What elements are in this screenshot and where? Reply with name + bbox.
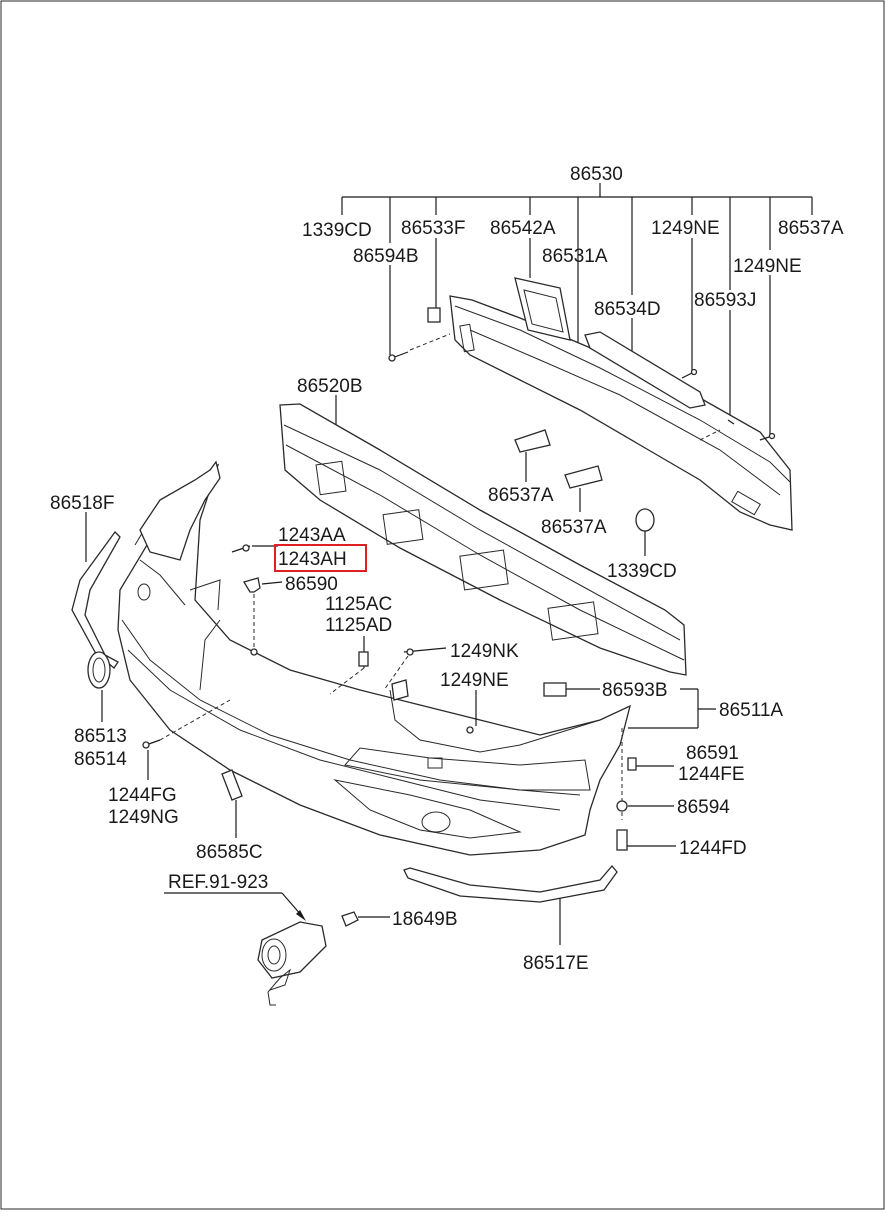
screw-1249NE-mid <box>466 690 477 734</box>
clip-86537A-mid2 <box>564 465 603 512</box>
label-86530: 86530 <box>570 164 623 185</box>
label-86534D: 86534D <box>594 299 661 320</box>
bolt-1125AC <box>329 636 369 695</box>
label-86594B: 86594B <box>353 246 419 267</box>
label-86511A: 86511A <box>719 700 783 721</box>
label-1243AA: 1243AA <box>278 525 346 546</box>
bolt-86594B <box>388 333 451 362</box>
label-1339CD-top: 1339CD <box>302 220 372 241</box>
leader-86511A <box>628 688 716 729</box>
fastener-1243AA <box>231 544 278 553</box>
label-1339CD-mid: 1339CD <box>607 561 677 582</box>
clip-86537A-mid1 <box>514 429 551 482</box>
piece-86585C <box>221 769 243 838</box>
label-86537A-top: 86537A <box>778 218 844 239</box>
bracket-86542A <box>514 277 571 341</box>
label-86593J: 86593J <box>694 290 756 311</box>
highlight-box-1243AH <box>274 544 367 572</box>
label-86593B: 86593B <box>602 680 668 701</box>
leader-86530-group <box>341 183 813 435</box>
label-86518F: 86518F <box>50 493 114 514</box>
label-1125AD: 1125AD <box>325 615 392 636</box>
label-1249NE-top: 1249NE <box>651 218 720 239</box>
strip-86517E <box>403 864 618 945</box>
label-86513: 86513 <box>74 726 127 747</box>
label-1125AC: 1125AC <box>325 594 392 615</box>
label-86517E: 86517E <box>523 953 589 974</box>
label-1249NE-right: 1249NE <box>733 256 802 277</box>
side-bracket-left <box>139 460 221 561</box>
label-86531A: 86531A <box>542 246 608 267</box>
bumper-beam <box>449 295 793 531</box>
label-1249NG: 1249NG <box>108 807 179 828</box>
clip-86590 <box>243 577 283 656</box>
label-86537A-mid2: 86537A <box>541 517 607 538</box>
strip-86534D <box>584 331 706 409</box>
label-86533F: 86533F <box>401 218 465 239</box>
label-86520B: 86520B <box>297 376 363 397</box>
label-86585C: 86585C <box>196 842 263 863</box>
label-1244FE: 1244FE <box>678 764 745 785</box>
label-1244FD: 1244FD <box>679 838 747 859</box>
label-86514: 86514 <box>74 749 127 770</box>
label-1249NK: 1249NK <box>450 641 519 662</box>
ref-leader <box>164 892 306 921</box>
cap-1339CD <box>635 508 655 556</box>
fasteners-right <box>616 728 676 851</box>
strip-86518F <box>71 512 121 669</box>
label-1249NE-mid: 1249NE <box>440 670 509 691</box>
label-86590: 86590 <box>285 574 338 595</box>
label-18649B: 18649B <box>392 909 458 930</box>
screw-1249NK <box>383 647 447 701</box>
screw-1244FG <box>142 699 231 780</box>
clip-86593B <box>543 682 600 697</box>
fog-lamp <box>257 921 327 1006</box>
label-86537A-mid1: 86537A <box>488 485 554 506</box>
label-1243AH: 1243AH <box>278 549 347 570</box>
label-86594: 86594 <box>677 797 730 818</box>
label-1244FG: 1244FG <box>108 785 177 806</box>
label-86591: 86591 <box>686 743 739 764</box>
fog-ring-86513 <box>87 651 111 722</box>
label-86542A: 86542A <box>490 218 556 239</box>
clip-86533F <box>427 307 441 323</box>
energy-absorber <box>279 395 687 676</box>
screws-right-top <box>681 368 776 441</box>
bulb-18649B <box>341 911 390 927</box>
label-ref-91-923: REF.91-923 <box>168 872 268 893</box>
